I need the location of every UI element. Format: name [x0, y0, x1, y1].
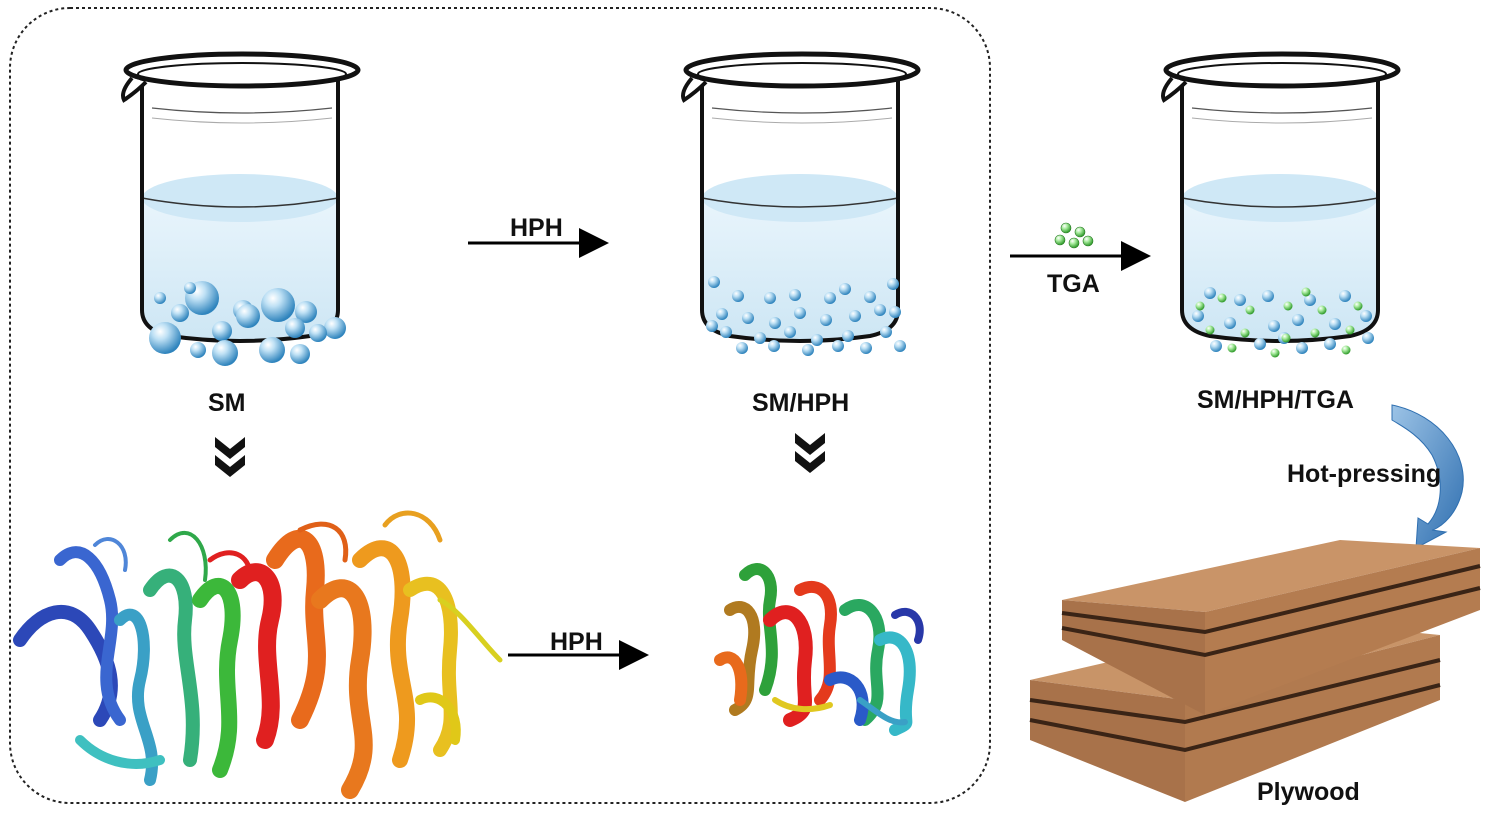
protein-ribbon-small: [714, 563, 924, 736]
beaker-sm-hph: [683, 54, 918, 356]
beaker-sm: [123, 54, 358, 366]
label-sm-hph-tga: SM/HPH/TGA: [1197, 386, 1354, 414]
hot-pressing-curved-arrow: [1391, 404, 1464, 549]
plywood-board-icon: [1029, 540, 1481, 802]
tga-beads: [1195, 287, 1363, 358]
protein-ribbon-large: [13, 510, 503, 799]
dashed-group-frame: [9, 7, 991, 804]
double-chevron-down-icon: [215, 437, 245, 477]
label-sm: SM: [208, 389, 246, 417]
large-protein-beads: [149, 281, 346, 366]
double-chevron-down-icon: [795, 433, 825, 473]
label-hot-pressing: Hot-pressing: [1287, 460, 1442, 488]
small-protein-beads: [1192, 287, 1374, 354]
label-hph-bottom: HPH: [550, 628, 603, 656]
label-tga: TGA: [1047, 270, 1100, 298]
label-hph-top: HPH: [510, 214, 563, 242]
tga-molecule-icon: [1054, 222, 1094, 249]
label-sm-hph: SM/HPH: [752, 389, 850, 417]
label-plywood: Plywood: [1257, 778, 1360, 806]
beaker-sm-hph-tga: [1163, 54, 1398, 358]
small-protein-beads: [706, 276, 906, 356]
